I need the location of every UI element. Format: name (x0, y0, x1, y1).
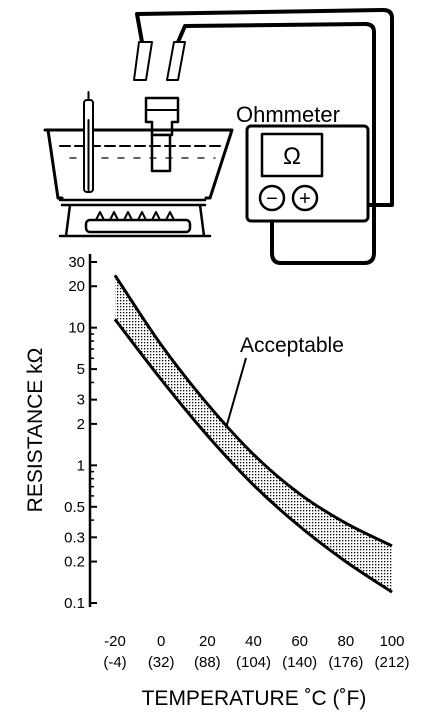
x-tick-label-celsius: 100 (379, 633, 404, 650)
x-axis-ticks: -20 (-4) 0 (32) 20 (88) 40 (104) 60 (140) 80 (176) 1… (103, 633, 409, 671)
ohm-symbol: Ω (283, 143, 301, 170)
x-tick-label-celsius: 40 (245, 633, 262, 650)
burner-stand (58, 198, 212, 238)
y-tick-label: 0.1 (64, 595, 85, 612)
x-tick-label-fahrenheit: (140) (282, 654, 317, 671)
sensor-stem (150, 133, 172, 173)
x-tick-label-celsius: 0 (157, 633, 165, 650)
lower-limit-curve (113, 318, 393, 594)
y-tick-label: 10 (68, 320, 85, 337)
x-axis-title: TEMPERATURE ˚C (˚F) (142, 687, 367, 710)
y-tick-label: 30 (68, 254, 85, 271)
y-tick-label: 0.5 (64, 499, 85, 516)
x-tick-label-celsius: 60 (291, 633, 308, 650)
x-tick-label-fahrenheit: (176) (328, 654, 363, 671)
x-tick-label-fahrenheit: (-4) (103, 654, 126, 671)
probe-clip-left (133, 41, 153, 81)
y-tick-label: 3 (77, 392, 85, 409)
y-tick-label: 20 (68, 278, 85, 295)
x-tick-label-fahrenheit: (212) (374, 654, 409, 671)
y-tick-label: 2 (77, 416, 85, 433)
plus-symbol: + (299, 188, 311, 210)
sensor-body (144, 96, 180, 137)
y-axis-ticks: 30 20 10 5 3 2 1 0.5 0.3 0.2 0.1 (64, 254, 97, 612)
ohmmeter-label: Ohmmeter (236, 102, 340, 127)
positive-terminal (291, 184, 319, 212)
y-tick-label: 5 (77, 361, 85, 378)
y-tick-label: 0.3 (64, 529, 85, 546)
x-tick-label-fahrenheit: (104) (236, 654, 271, 671)
x-tick-label-celsius: 80 (337, 633, 354, 650)
resistance-temperature-chart: 30 20 10 5 3 2 1 0.5 0.3 0.2 0.1 -20 (-4) 0 (32) 20 (88… (24, 254, 410, 710)
upper-limit-curve (113, 274, 393, 548)
x-tick-label-celsius: 20 (199, 633, 216, 650)
annotation-acceptable: Acceptable (240, 334, 344, 357)
meter-lead-positive (176, 22, 376, 265)
meter-lead-negative (135, 8, 394, 222)
y-axis-title: RESISTANCE kΩ (24, 348, 47, 513)
burner (84, 218, 192, 234)
test-setup-illustration (43, 8, 394, 265)
annotation-leader-line (225, 357, 247, 429)
ohmmeter-display (260, 132, 324, 178)
x-tick-label-celsius: -20 (104, 633, 126, 650)
y-tick-label: 0.2 (64, 554, 85, 571)
x-tick-label-fahrenheit: (32) (148, 654, 175, 671)
x-tick-label-fahrenheit: (88) (194, 654, 221, 671)
acceptable-band (115, 275, 392, 593)
water-vessel (43, 128, 234, 200)
burner-flames (95, 211, 175, 221)
minus-symbol: − (266, 188, 278, 210)
probe-clip-right (166, 41, 186, 81)
negative-terminal (258, 184, 286, 212)
y-tick-label: 1 (77, 457, 85, 474)
